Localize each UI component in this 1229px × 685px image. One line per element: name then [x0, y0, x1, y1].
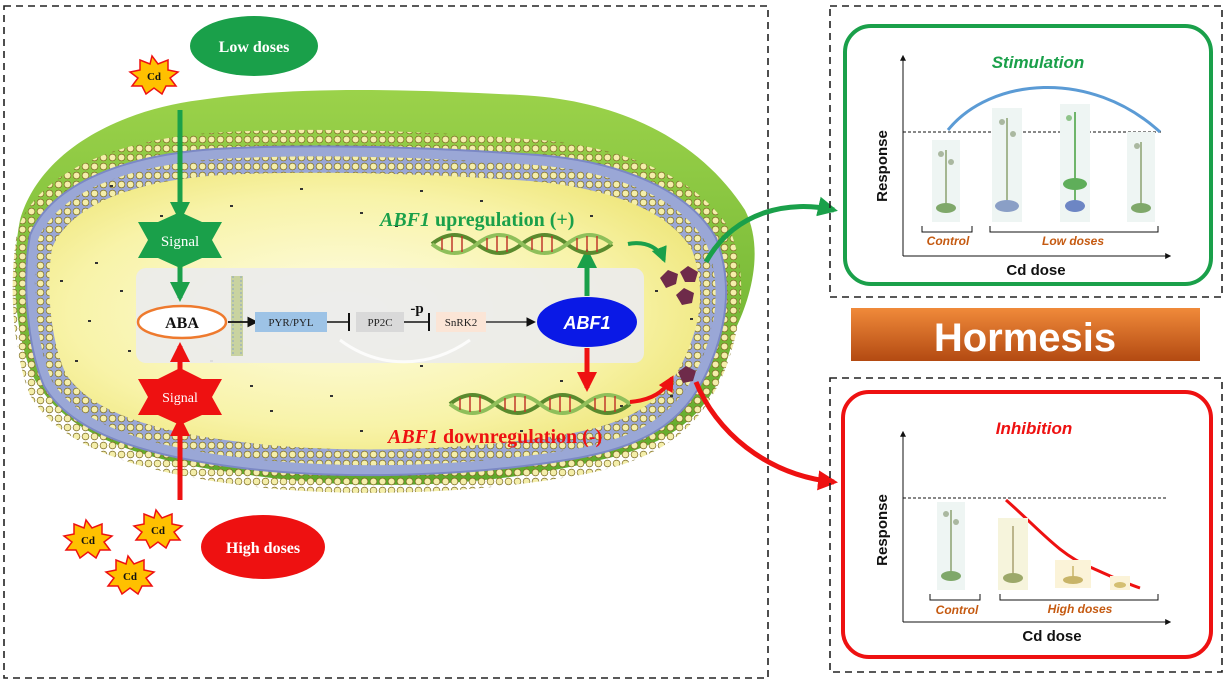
aba-node [136, 304, 228, 340]
stimulation-xlabel: Cd dose [1006, 262, 1065, 279]
pyr-pyl-box [255, 312, 327, 332]
inhibition-panel-frame [829, 377, 1223, 673]
plant-icons-inhibition [937, 502, 1130, 590]
low-doses-oval [190, 16, 318, 76]
signal-label-green: Signal [161, 234, 199, 250]
stimulation-title: Stimulation [992, 53, 1085, 72]
svg-text:Cd: Cd [81, 535, 95, 547]
upregulation-label: ABF1 upregulation (+) [378, 209, 574, 231]
plant-icons-stimulation [932, 104, 1155, 222]
upregulation-gene: ABF1 [378, 209, 430, 231]
inhibition-ylabel: Response [874, 494, 891, 566]
stimulation-ylabel: Response [874, 130, 891, 202]
connector-arrow-stimulation [703, 196, 838, 264]
inhibition-title: Inhibition [996, 419, 1072, 438]
pp2c-box [356, 312, 404, 332]
low-doses-bracket [989, 226, 1159, 233]
downregulation-text: downregulation (-) [438, 426, 602, 448]
control-bracket-inhib [929, 594, 981, 601]
aba-label: ABA [165, 315, 199, 332]
dna-helix-lower [448, 393, 632, 415]
svg-text:Cd: Cd [123, 571, 137, 583]
abf1-label: ABF1 [562, 313, 610, 333]
dna-helix-upper [430, 233, 614, 255]
cell-panel-frame [3, 5, 769, 679]
low-doses-label: Low doses [219, 39, 290, 56]
inhibition-xlabel: Cd dose [1022, 628, 1081, 645]
receptor-membrane-strip [231, 276, 243, 356]
high-doses-bracket [999, 594, 1159, 601]
snrk2-label: SnRK2 [445, 317, 477, 329]
cd-badge-high-3: Cd [104, 554, 156, 596]
inhibition-group-label: High doses [1048, 602, 1113, 616]
svg-text:Cd: Cd [147, 71, 161, 83]
stimulation-control-label: Control [927, 234, 970, 248]
signal-label-red: Signal [162, 391, 198, 406]
abf1-protein-cluster-lower [678, 366, 696, 383]
snrk2-box [436, 312, 486, 332]
dna-to-protein-arrow-green [627, 241, 667, 263]
abf1-protein-cluster-upper [660, 266, 698, 305]
svg-text:Cd: Cd [151, 525, 165, 537]
signal-star-green [138, 212, 222, 268]
stimulation-group-label: Low doses [1042, 234, 1104, 248]
upregulation-text: upregulation (+) [430, 209, 574, 231]
cd-badge-top: Cd [128, 54, 180, 96]
abf1-node [537, 297, 637, 347]
high-doses-oval [201, 515, 325, 579]
inhibition-control-label: Control [936, 603, 979, 617]
downregulation-label: ABF1 downregulation (-) [386, 426, 602, 448]
stimulation-panel-frame [829, 5, 1223, 298]
stimulation-curve [946, 85, 1162, 134]
pyr-pyl-label: PYR/PYL [268, 317, 314, 329]
cd-badge-high-1: Cd [62, 518, 114, 560]
downregulation-gene: ABF1 [386, 426, 438, 448]
connector-arrow-inhibition [693, 381, 838, 491]
phosphorylation-label: -p [410, 301, 423, 317]
high-doses-label: High doses [226, 540, 300, 557]
signal-star-red [138, 368, 222, 425]
hormesis-banner [851, 308, 1200, 361]
cytoplasm-particles [60, 185, 693, 432]
pp2c-label: PP2C [367, 317, 392, 329]
cd-badge-high-2: Cd [132, 508, 184, 550]
control-bracket-stim [921, 226, 973, 233]
hormesis-title: Hormesis [934, 316, 1116, 360]
dna-to-protein-arrow-red [629, 375, 674, 404]
